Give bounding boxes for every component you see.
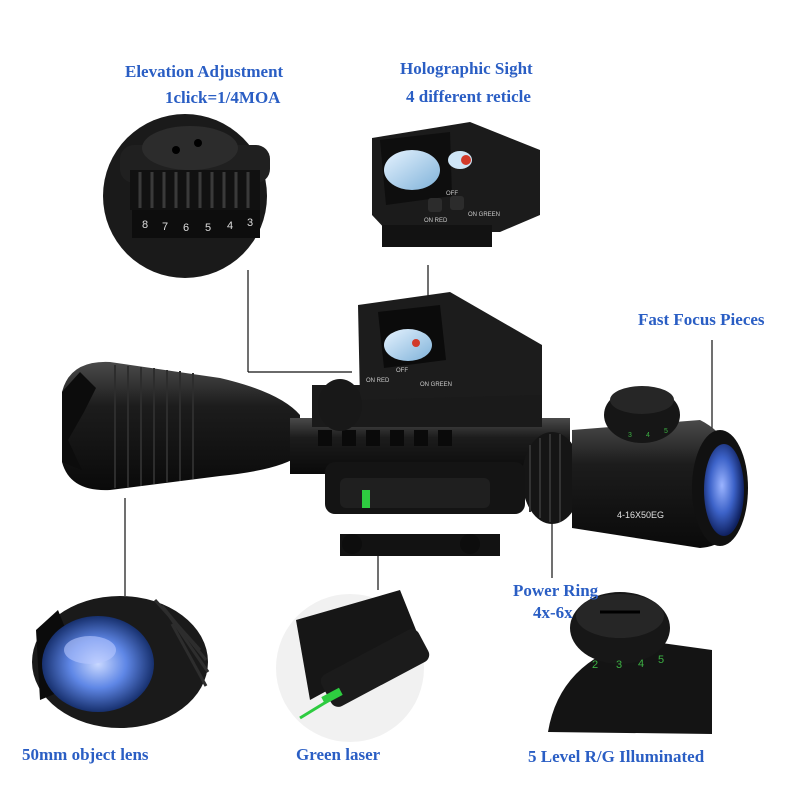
dial-number: 5	[205, 222, 211, 234]
power-ring-label-line1: Power Ring	[513, 581, 599, 600]
dial-number: 8	[142, 219, 148, 231]
illuminated-turret-closeup: 2 3 4 5	[548, 592, 712, 734]
sight-label-on-red: ON RED	[424, 218, 448, 224]
sight-label-on-green: ON GREEN	[468, 212, 500, 218]
elevation-label-line1: Elevation Adjustment	[125, 62, 284, 81]
power-ring-label: Power Ring 4x-6x	[513, 581, 598, 622]
elevation-label-line2: 1click=1/4MOA	[165, 87, 281, 107]
scope-model-engraving: 4-16X50EG	[617, 510, 664, 520]
turret-number: 5	[658, 654, 664, 666]
svg-text:4: 4	[646, 432, 650, 439]
holographic-sight-closeup: ON RED OFF ON GREEN	[372, 122, 540, 247]
holographic-label-line2: 4 different reticle	[406, 86, 531, 106]
elevation-turret-closeup: 8 7 6 5 4 3	[103, 114, 270, 278]
dial-number: 7	[162, 221, 168, 233]
dial-number: 3	[247, 217, 253, 229]
turret-number: 4	[638, 658, 644, 670]
elevation-label: Elevation Adjustment 1click=1/4MOA	[125, 62, 283, 107]
turret-number: 3	[616, 659, 622, 671]
dial-number: 4	[227, 220, 233, 232]
holographic-label-line1: Holographic Sight	[400, 59, 533, 78]
mounted-sight-on-green: ON GREEN	[420, 382, 452, 388]
illuminated-label: 5 Level R/G Illuminated	[528, 747, 705, 766]
object-lens-closeup	[32, 596, 210, 728]
fast-focus-label: Fast Focus Pieces	[638, 310, 765, 329]
dial-number: 6	[183, 222, 189, 234]
green-laser-label: Green laser	[296, 745, 381, 764]
sight-label-off: OFF	[446, 191, 458, 197]
green-laser-closeup	[276, 590, 430, 742]
turret-number: 2	[592, 659, 598, 671]
main-scope: ON RED OFF ON GREEN 4-16X50EG 3 4 5	[62, 292, 748, 556]
svg-text:3: 3	[628, 432, 632, 439]
object-lens-label: 50mm object lens	[22, 745, 149, 764]
mounted-sight-on-red: ON RED	[366, 378, 390, 384]
mounted-sight-off: OFF	[396, 368, 408, 374]
power-ring-label-line2: 4x-6x	[533, 602, 573, 622]
svg-text:5: 5	[664, 428, 668, 435]
holographic-label: Holographic Sight 4 different reticle	[400, 59, 533, 106]
